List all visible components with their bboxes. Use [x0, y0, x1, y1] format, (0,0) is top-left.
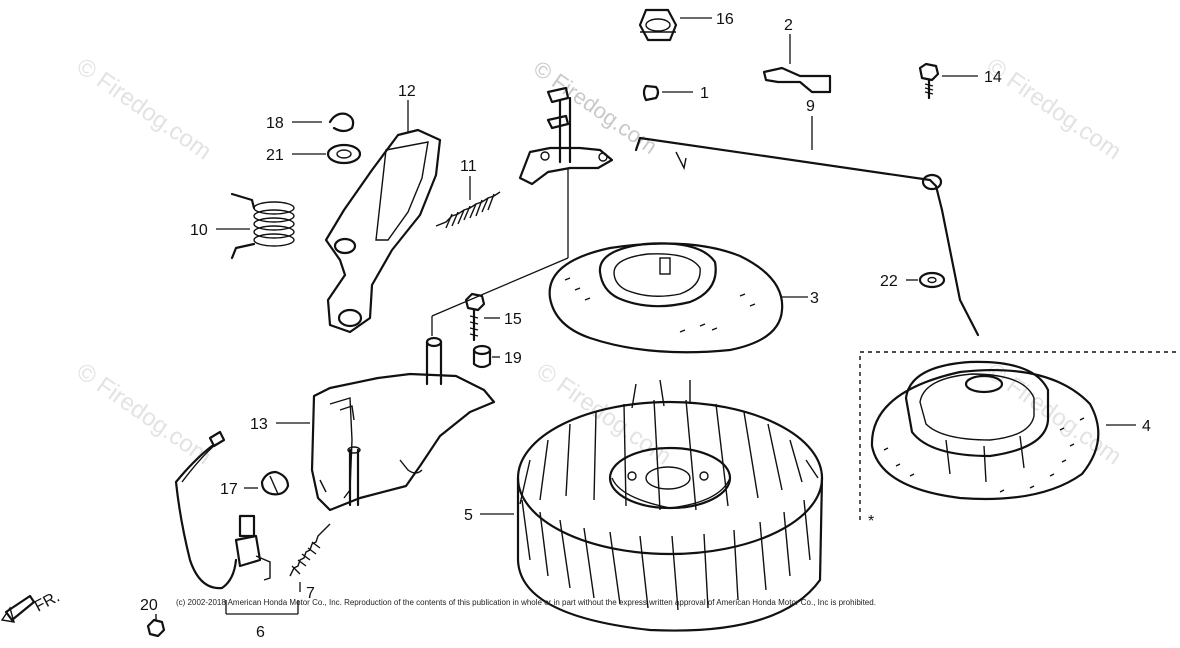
watermark-top-right: © Firedog.com: [982, 53, 1127, 166]
callout-3: 3: [810, 290, 819, 307]
part-7-spring: [289, 523, 331, 577]
callout-1: 1: [700, 85, 709, 102]
part-18-clip: [328, 112, 355, 133]
part-9-governor-rod: [634, 136, 980, 337]
callout-10: 10: [190, 222, 208, 239]
callout-7: 7: [306, 585, 315, 602]
part-12-governor-weight: [324, 128, 442, 334]
callout-9: 9: [806, 98, 815, 115]
part-17-clip: [260, 470, 290, 496]
callout-13: 13: [250, 416, 268, 433]
callout-17: 17: [220, 481, 238, 498]
part-21-washer: [326, 143, 362, 165]
part-16-flange-nut: [638, 8, 678, 42]
part-6-stop-switch-wire: [174, 430, 271, 590]
direction-label: FR.: [32, 588, 63, 615]
part-22-washer: [918, 271, 946, 289]
callout-12: 12: [398, 83, 416, 100]
callout-18: 18: [266, 115, 284, 132]
part-4-box-outline: [859, 351, 1176, 520]
watermark-mid-left: © Firedog.com: [72, 358, 217, 471]
part-11-small-spring: [435, 191, 501, 229]
part-3-starter-pulley: [548, 242, 784, 354]
part-2-bracket: [762, 66, 832, 94]
part-5-flywheel: [516, 379, 824, 632]
callout-14: 14: [984, 69, 1002, 86]
callout-15: 15: [504, 311, 522, 328]
part-13-coil-bracket: [310, 336, 496, 512]
callout-21: 21: [266, 147, 284, 164]
watermark-top-left: © Firedog.com: [72, 53, 217, 166]
callout-20: 20: [140, 597, 158, 614]
watermark-layer: © Firedog.com © Firedog.com © Firedog.co…: [72, 53, 1127, 471]
part-20-screw: [146, 614, 166, 638]
governor-arm-assembly: [518, 86, 614, 186]
callout-19: 19: [504, 350, 522, 367]
watermark-center: © Firedog.com: [529, 56, 662, 159]
callout-5: 5: [464, 507, 473, 524]
callout-4: 4: [1142, 418, 1151, 435]
part-15-bolt: [464, 292, 486, 342]
part-4-starter-cup: [870, 360, 1100, 501]
callout-11: 11: [460, 158, 477, 175]
callout-22: 22: [880, 273, 898, 290]
callout-16: 16: [716, 11, 734, 28]
part-19-collar: [472, 344, 492, 369]
part-10-spring: [230, 192, 295, 260]
part-1-key: [642, 84, 660, 102]
callout-2: 2: [784, 17, 793, 34]
copyright-notice: (c) 2002-2018 American Honda Motor Co., …: [176, 598, 876, 607]
front-direction-indicator: FR.: [0, 588, 63, 623]
part-14-bolt: [918, 62, 940, 100]
callout-6: 6: [256, 624, 265, 641]
star-mark: *: [868, 513, 874, 530]
